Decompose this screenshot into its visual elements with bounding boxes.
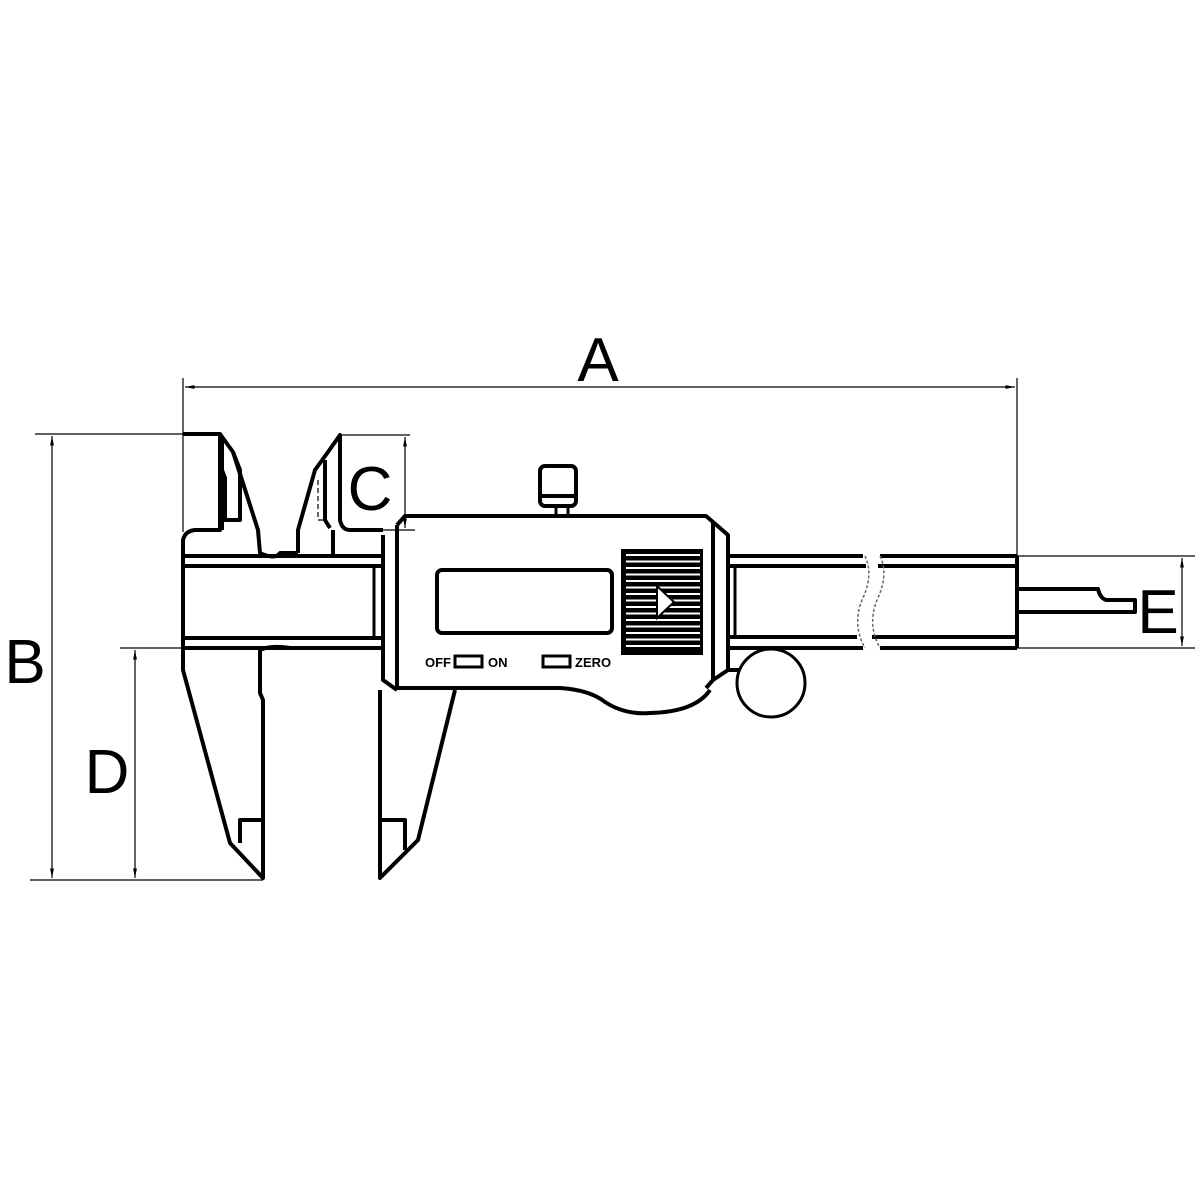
zero-button[interactable]	[541, 654, 572, 669]
main-beam	[183, 554, 1137, 650]
label-d: D	[85, 738, 130, 807]
label-b: B	[4, 628, 45, 697]
off-label: OFF	[425, 655, 451, 670]
slider-body: OFF ON ZERO	[381, 464, 807, 719]
lcd-display	[435, 568, 614, 635]
lock-screw[interactable]	[538, 464, 578, 518]
dimension-a: A	[182, 326, 1018, 556]
thumb-wheel[interactable]	[735, 647, 807, 719]
knurled-roller[interactable]	[621, 549, 703, 655]
dimension-b: B	[4, 433, 263, 881]
dimension-d: D	[85, 647, 265, 878]
zero-label: ZERO	[575, 655, 611, 670]
label-a: A	[577, 326, 619, 395]
on-off-button[interactable]	[453, 654, 484, 669]
dimension-e: E	[1017, 555, 1195, 649]
label-c: C	[348, 455, 393, 524]
on-label: ON	[488, 655, 508, 670]
arrow-icon	[656, 583, 676, 621]
fixed-jaw	[181, 432, 298, 880]
moving-jaw	[296, 433, 457, 880]
label-e: E	[1137, 578, 1178, 647]
